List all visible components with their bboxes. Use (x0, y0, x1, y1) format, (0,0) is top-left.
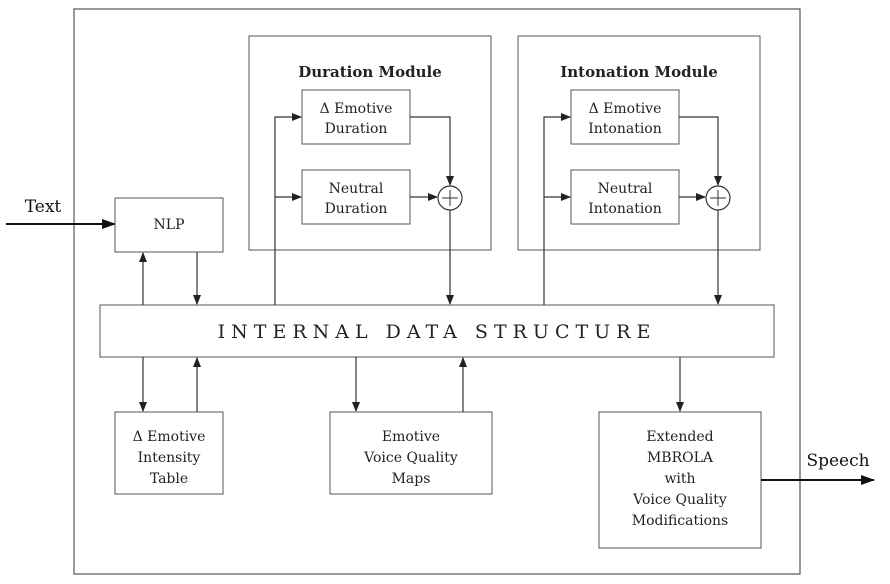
emotive-duration-to-sum-arrow (410, 116, 454, 186)
emotive-intonation-to-sum-arrow (679, 116, 722, 186)
emotive-duration-label-2: Duration (325, 121, 388, 137)
system-boundary (73, 8, 801, 575)
emotive-intonation-box (570, 89, 680, 145)
mbrola-label-4: Voice Quality (632, 492, 727, 508)
neutral-intonation-box (570, 169, 680, 225)
intensity-table-label-3: Table (150, 471, 188, 487)
intonation-sum-node (705, 185, 731, 211)
voice-quality-maps-label-1: Emotive (382, 429, 440, 445)
intensity-table-box (114, 411, 224, 495)
mbrola-label-5: Modifications (632, 513, 728, 529)
neutral-duration-box (301, 169, 411, 225)
duration-sum-node (437, 185, 463, 211)
ids-to-emotive-intonation-arrow (543, 113, 571, 305)
internal-data-structure (99, 304, 775, 358)
nlp-box (114, 197, 224, 253)
text-input-label: Text (25, 197, 62, 217)
emotive-intonation-label-1: Δ Emotive (589, 101, 662, 117)
ids-to-emotive-duration-arrow (274, 113, 302, 305)
neutral-intonation-label-1: Neutral (598, 181, 653, 197)
emotive-duration-label-1: Δ Emotive (320, 101, 393, 117)
neutral-duration-label-2: Duration (325, 201, 388, 217)
emotive-intonation-label-2: Intonation (588, 121, 662, 137)
intensity-table-label-1: Δ Emotive (133, 429, 206, 445)
mbrola-label-3: with (664, 471, 695, 487)
duration-module-title: Duration Module (298, 63, 442, 81)
mbrola-label-2: MBROLA (647, 450, 714, 466)
neutral-intonation-label-2: Intonation (588, 201, 662, 217)
speech-output-label: Speech (806, 451, 869, 471)
intonation-module-title: Intonation Module (560, 63, 718, 81)
voice-quality-maps-label-3: Maps (392, 471, 431, 487)
mbrola-label-1: Extended (646, 429, 713, 445)
voice-quality-maps-box (329, 411, 493, 495)
mbrola-box (598, 411, 762, 549)
emotive-duration-box (301, 89, 411, 145)
neutral-duration-label-1: Neutral (329, 181, 384, 197)
intensity-table-label-2: Intensity (138, 450, 201, 466)
internal-data-structure-label: INTERNAL DATA STRUCTURE (218, 321, 657, 343)
nlp-label: NLP (154, 217, 185, 233)
voice-quality-maps-label-2: Voice Quality (363, 450, 458, 466)
